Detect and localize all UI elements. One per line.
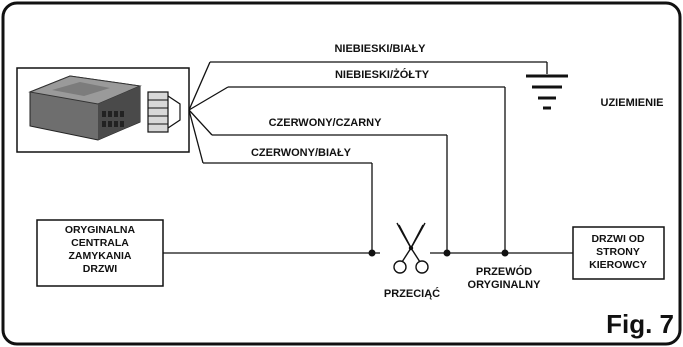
- right-box-line-2: STRONY: [596, 246, 640, 258]
- left-box-line-4: DRZWI: [83, 263, 117, 275]
- wire-bundle: [188, 61, 547, 164]
- module-icon: [16, 67, 190, 153]
- figure-label: Fig. 7: [606, 309, 674, 339]
- driver-door-box: DRZWI OD STRONY KIEROWCY: [572, 226, 665, 280]
- right-box-line-3: KIEROWCY: [589, 259, 647, 271]
- original-wire-label-1: PRZEWÓD: [476, 265, 532, 278]
- right-box-line-1: DRZWI OD: [591, 233, 644, 245]
- ground-label: UZIEMIENIE: [601, 97, 664, 109]
- ground-symbol-icon: [526, 74, 568, 110]
- cut-label: PRZECIĄĆ: [384, 287, 440, 300]
- wire-drops: [371, 62, 548, 253]
- left-box-line-2: CENTRALA: [71, 237, 129, 249]
- wire-label-blue-yellow: NIEBIESKI/ŻÓŁTY: [335, 68, 430, 81]
- wire-label-red-black: CZERWONY/CZARNY: [269, 117, 383, 129]
- junction-dots: [368, 249, 509, 257]
- scissors-icon: [393, 222, 429, 274]
- left-box-line-1: ORYGINALNA: [65, 224, 136, 236]
- original-wire-label-2: ORYGINALNY: [468, 279, 542, 291]
- wire-label-red-white: CZERWONY/BIAŁY: [251, 147, 352, 159]
- original-central-box: ORYGINALNA CENTRALA ZAMYKANIA DRZWI: [36, 219, 164, 287]
- left-box-line-3: ZAMYKANIA: [69, 250, 132, 262]
- wire-label-blue-white: NIEBIESKI/BIAŁY: [334, 43, 426, 55]
